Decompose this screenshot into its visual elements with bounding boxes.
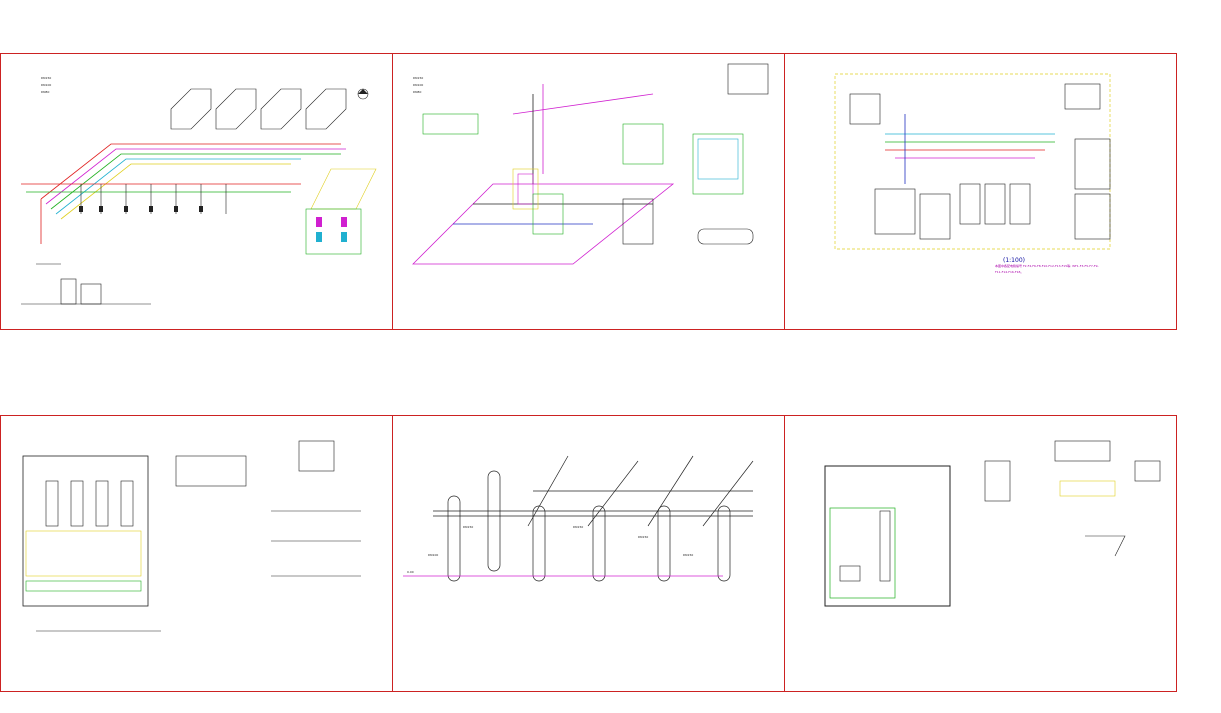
- sheet-3-note-big-2: F11-F14-F16-F18。: [995, 270, 1023, 274]
- sheet-3-note-big-1: 本图中各配电箱编号 F2-F4,F6-F8-F10-F12-F13-F15等; …: [995, 263, 1099, 268]
- sheet-2-label-1: DN150: [413, 76, 423, 80]
- sheet-4-drawing: [22, 440, 361, 632]
- sheet-3-scale-note: (1:100): [1003, 257, 1025, 264]
- sheet-5-dn-1: DN150: [463, 525, 473, 529]
- sheet-5-level: 0.00: [407, 570, 414, 574]
- sheet-5-dn-3: DN150: [638, 535, 648, 539]
- drawing-sheet-5[interactable]: 0.00 DN150 DN150 DN150 DN150 DN100: [392, 415, 785, 692]
- drawing-sheet-1[interactable]: DN150 DN100 DN80: [0, 53, 393, 330]
- sheet-5-drawing: 0.00 DN150 DN150 DN150 DN150 DN100: [403, 455, 754, 582]
- drawing-sheet-2[interactable]: DN150 DN100 DN80: [392, 53, 785, 330]
- drawing-sheet-4[interactable]: [0, 415, 393, 692]
- sheet-1-label-2: DN100: [41, 83, 51, 87]
- sheet-3-drawing: (1:100) 本图中各配电箱编号 F2-F4,F6-F8-F10-F12-F1…: [834, 73, 1111, 274]
- sheet-1-label-1: DN150: [41, 76, 51, 80]
- sheet-1-drawing: DN150 DN100 DN80: [21, 76, 377, 305]
- sheet-5-dn-4: DN150: [683, 553, 693, 557]
- sheet-5-dn-5: DN100: [428, 553, 438, 557]
- sheet-6-drawing: [824, 440, 1161, 607]
- sheet-2-label-3: DN80: [413, 90, 421, 94]
- sheet-5-dn-2: DN150: [573, 525, 583, 529]
- drawing-sheet-6[interactable]: [784, 415, 1177, 692]
- sheet-1-label-3: DN80: [41, 90, 49, 94]
- drawing-sheet-3[interactable]: (1:100) 本图中各配电箱编号 F2-F4,F6-F8-F10-F12-F1…: [784, 53, 1177, 330]
- sheet-2-drawing: DN150 DN100 DN80: [412, 63, 769, 265]
- sheet-2-label-2: DN100: [413, 83, 423, 87]
